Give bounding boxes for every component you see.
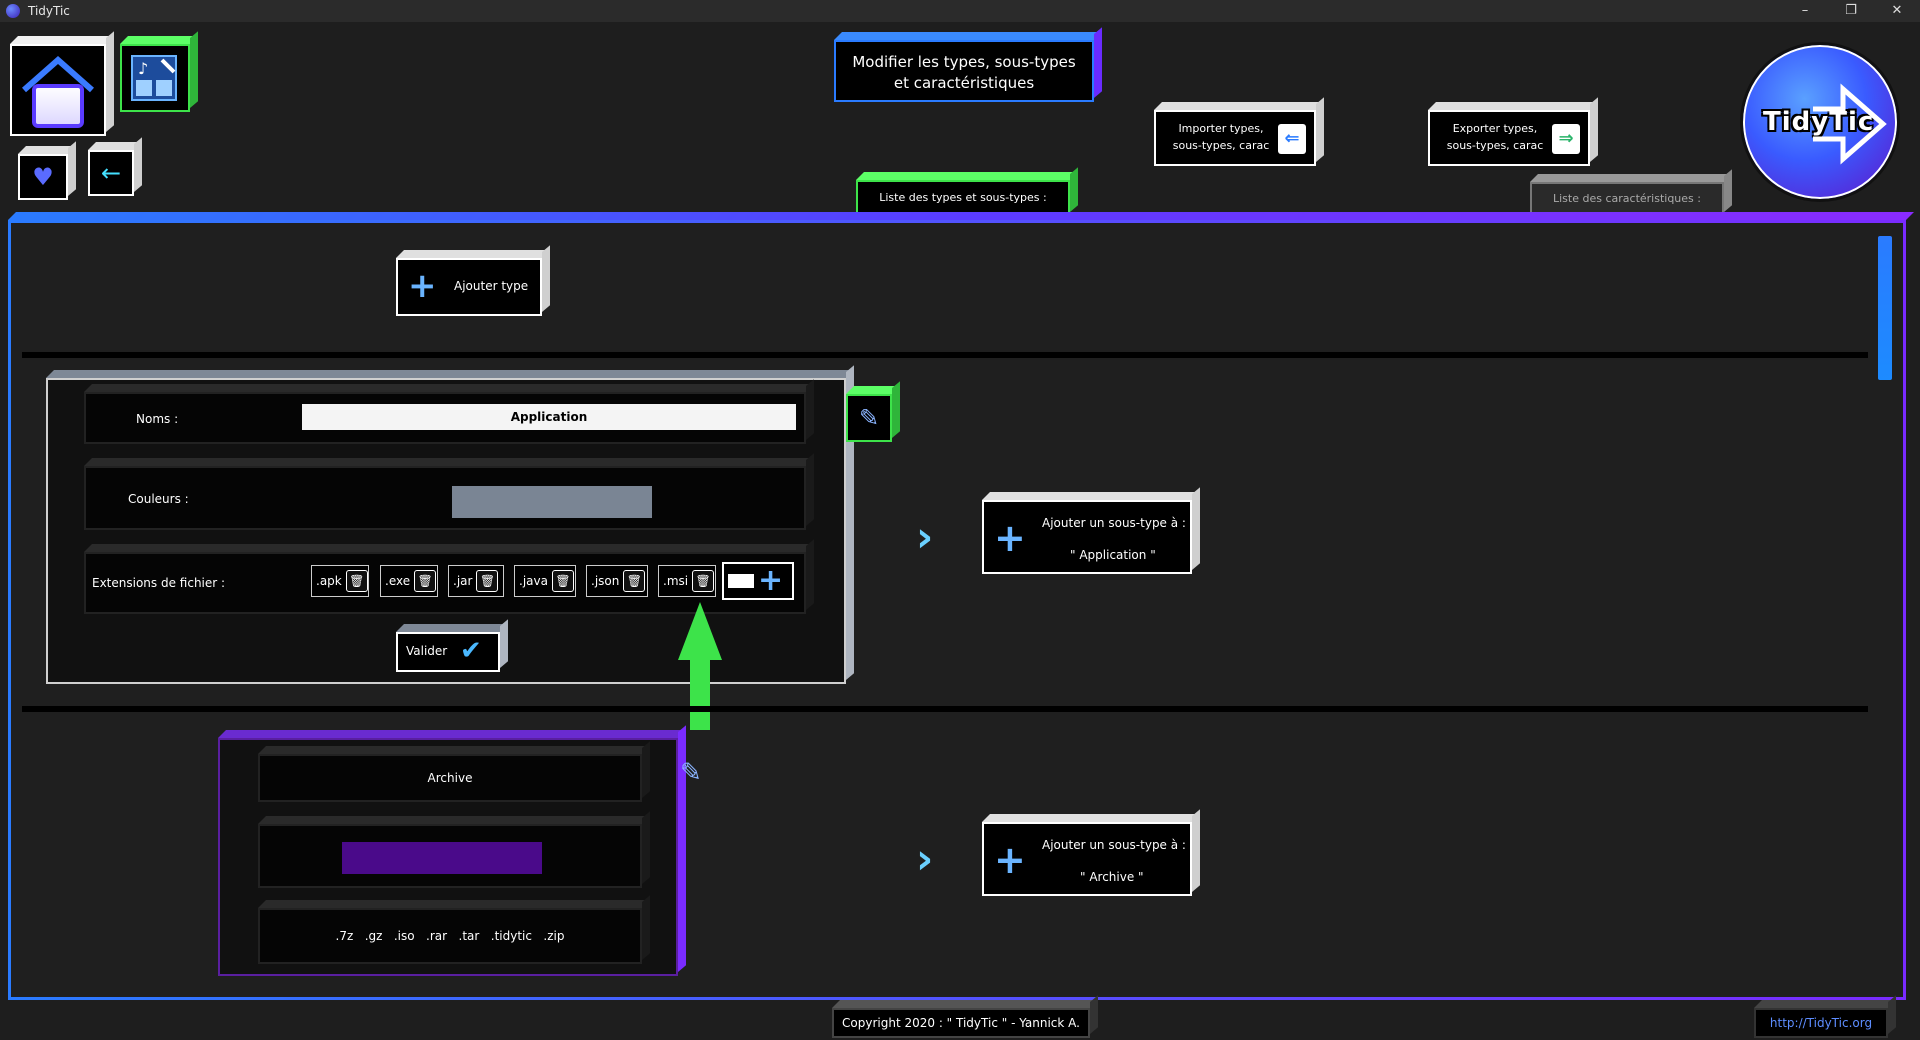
extension-chip: .jar 🗑 <box>448 565 504 597</box>
extension-label: .apk <box>316 574 342 588</box>
chevron-right-icon[interactable]: › <box>916 834 934 883</box>
extension-chip: .apk 🗑 <box>311 565 369 597</box>
svg-text:♪: ♪ <box>138 59 148 78</box>
trash-icon[interactable]: 🗑 <box>623 570 646 592</box>
colors-label: Couleurs : <box>128 492 189 506</box>
export-button[interactable]: Exporter types, sous-types, carac ⇒ <box>1428 110 1590 166</box>
export-label: Exporter types, sous-types, carac <box>1446 122 1544 152</box>
app-icon <box>6 4 20 18</box>
extension-label: .json <box>591 574 620 588</box>
page-title-box: Modifier les types, sous-types et caract… <box>834 40 1094 102</box>
trash-icon[interactable]: 🗑 <box>551 570 574 592</box>
extensions-row: Extensions de fichier : <box>84 552 806 614</box>
add-subtype-button[interactable]: + Ajouter un sous-type à : " Archive " <box>982 822 1192 896</box>
plus-icon: + <box>758 563 784 598</box>
trash-icon[interactable]: 🗑 <box>414 570 437 592</box>
arrow-left-icon: ← <box>100 159 122 187</box>
import-label: Importer types, sous-types, carac <box>1172 122 1270 152</box>
color-swatch[interactable] <box>452 486 652 518</box>
scrollbar-thumb[interactable] <box>1878 236 1892 380</box>
chevron-right-icon[interactable]: › <box>916 512 934 561</box>
tab-carac-label: Liste des caractéristiques : <box>1553 192 1701 205</box>
extension-label: .java <box>519 574 548 588</box>
names-row: Noms : <box>84 392 806 444</box>
trash-icon[interactable]: 🗑 <box>692 570 715 592</box>
plus-icon: + <box>408 266 437 306</box>
maximize-button[interactable]: ❐ <box>1845 3 1857 18</box>
minimize-button[interactable]: – <box>1801 3 1809 18</box>
website-box: http://TidyTic.org <box>1754 1008 1888 1038</box>
colors-row: Couleurs : <box>84 466 806 530</box>
window-title: TidyTic <box>28 4 70 18</box>
extension-label: .msi <box>663 574 689 588</box>
tidytic-logo: TidyTic <box>1740 42 1900 202</box>
extensions-label: Extensions de fichier : <box>92 576 226 590</box>
name-input[interactable] <box>302 404 796 430</box>
add-subtype-target: " Archive " <box>1080 870 1144 884</box>
extension-label: .exe <box>385 574 411 588</box>
plus-icon: + <box>994 838 1026 882</box>
extension-chip: .msi 🗑 <box>658 565 716 597</box>
pencil-icon[interactable]: ✎ <box>680 758 702 788</box>
archive-name-row: Archive <box>258 754 642 802</box>
import-icon: ⇐ <box>1278 124 1306 154</box>
checkmark-icon: ✔ <box>460 636 482 666</box>
extension-chip: .java 🗑 <box>514 565 576 597</box>
logo-arrow-icon <box>1813 83 1887 165</box>
archive-extensions: .7z .gz .iso .rar .tar .tidytic .zip <box>335 929 565 943</box>
add-subtype-button[interactable]: + Ajouter un sous-type à : " Application… <box>982 500 1192 574</box>
tab-types[interactable]: Liste des types et sous-types : <box>856 180 1070 216</box>
export-icon: ⇒ <box>1552 124 1580 154</box>
type-card-application: Noms : Couleurs : Extensions de fichier … <box>46 378 846 684</box>
add-subtype-target: " Application " <box>1070 548 1156 562</box>
extension-label: .jar <box>453 574 473 588</box>
validate-button[interactable]: Valider ✔ <box>396 632 500 672</box>
archive-color-swatch <box>342 842 542 874</box>
validate-label: Valider <box>406 644 448 658</box>
home-icon <box>22 55 94 128</box>
add-type-button[interactable]: + Ajouter type <box>396 258 542 316</box>
copyright-text: Copyright 2020 : " TidyTic " - Yannick A… <box>842 1016 1080 1030</box>
archive-color-row <box>258 824 642 888</box>
favorite-button[interactable]: ♥ <box>18 154 68 200</box>
extension-chip: .json 🗑 <box>586 565 648 597</box>
main-frame-top <box>8 212 1914 220</box>
edit-button[interactable]: ✎ <box>846 394 892 442</box>
extension-chip: .exe 🗑 <box>380 565 438 597</box>
heart-icon: ♥ <box>32 163 54 191</box>
type-card-archive: Archive .7z .gz .iso .rar .tar .tidytic … <box>218 738 678 976</box>
copyright-box: Copyright 2020 : " TidyTic " - Yannick A… <box>832 1008 1090 1038</box>
add-type-label: Ajouter type <box>454 279 529 293</box>
title-bar: TidyTic – ❐ ✕ <box>0 0 1920 22</box>
logo-text: TidyTic <box>1763 107 1875 137</box>
archive-name: Archive <box>427 771 473 785</box>
page-title: Modifier les types, sous-types et caract… <box>852 53 1076 92</box>
tab-caracteristiques[interactable]: Liste des caractéristiques : <box>1530 182 1724 216</box>
green-arrow-icon <box>678 602 722 730</box>
media-icon: ♪ <box>131 55 177 101</box>
add-extension-button[interactable]: + <box>722 562 794 600</box>
add-subtype-label: Ajouter un sous-type à : <box>1042 838 1186 852</box>
trash-icon[interactable]: 🗑 <box>476 570 499 592</box>
back-button[interactable]: ← <box>88 150 134 196</box>
close-button[interactable]: ✕ <box>1891 3 1903 18</box>
plus-icon: + <box>994 516 1026 560</box>
names-label: Noms : <box>136 412 179 426</box>
divider <box>22 352 1868 358</box>
trash-icon[interactable]: 🗑 <box>345 570 368 592</box>
add-subtype-label: Ajouter un sous-type à : <box>1042 516 1186 530</box>
website-link[interactable]: http://TidyTic.org <box>1769 1016 1873 1030</box>
tab-types-label: Liste des types et sous-types : <box>879 191 1047 204</box>
divider <box>22 706 1868 712</box>
home-button[interactable] <box>10 44 106 136</box>
extension-input[interactable] <box>728 574 754 588</box>
pencil-icon: ✎ <box>858 404 880 432</box>
import-button[interactable]: Importer types, sous-types, carac ⇐ <box>1154 110 1316 166</box>
archive-extensions-row: .7z .gz .iso .rar .tar .tidytic .zip <box>258 908 642 964</box>
media-button[interactable]: ♪ <box>120 44 190 112</box>
